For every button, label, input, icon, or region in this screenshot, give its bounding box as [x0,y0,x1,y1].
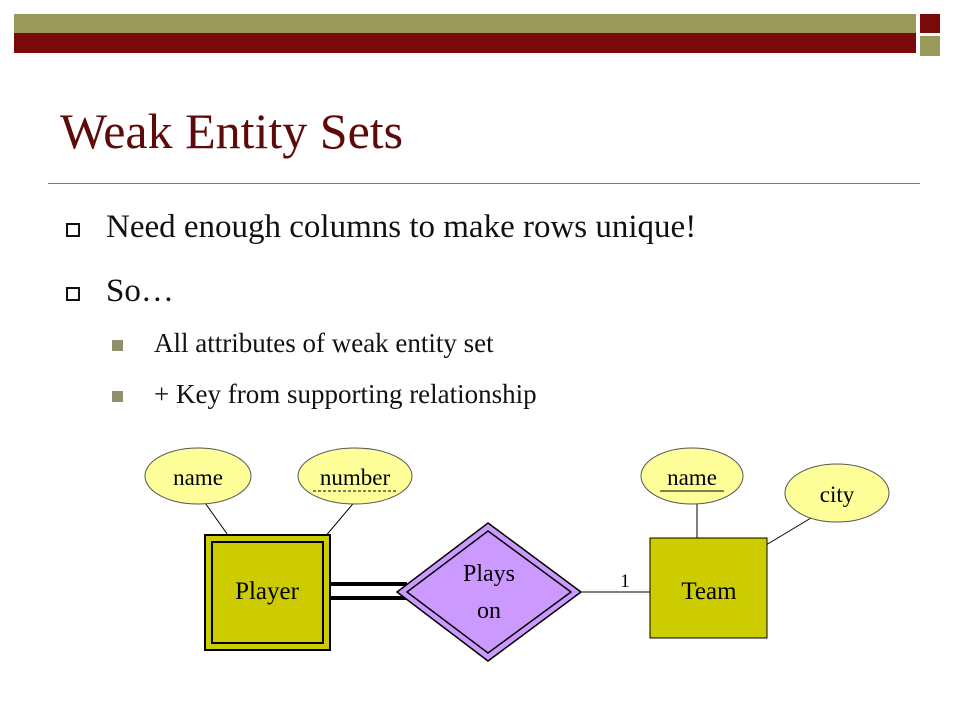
attr-line-player-name [202,499,231,539]
slide-title: Weak Entity Sets [60,103,404,159]
subbullet-text: All attributes of weak entity set [154,328,494,358]
filled-square-bullet-icon [112,340,123,351]
attribute-ellipse-team-city [784,463,890,523]
corner-block-maroon [920,14,940,33]
relationship-diamond-inner [405,530,573,654]
relationship-label-line2: on [477,598,501,624]
top-bar-olive [14,14,916,33]
relationship-diamond-outer [395,522,583,662]
cardinality-label-team: 1 [620,571,630,592]
attribute-label-team-name: name [667,465,717,490]
entity-player-outer [204,534,331,651]
hollow-square-bullet-icon [66,223,80,237]
entity-team [649,537,768,639]
attribute-label-player-name: name [173,465,223,490]
entity-player-inner [211,541,324,644]
attribute-ellipse-player-name [144,447,252,505]
attribute-label-player-number: number [320,465,391,490]
entity-label-team: Team [681,578,737,605]
title-divider [48,183,920,184]
corner-block-olive [920,36,940,56]
attribute-ellipse-player-number [297,447,413,505]
relationship-label-line1: Plays [463,561,515,587]
entity-label-player: Player [235,578,300,605]
attr-line-player-number [323,498,358,539]
attribute-ellipse-team-name [640,447,744,505]
double-line-player-to-relationship [330,582,407,600]
top-bar-maroon [14,33,916,53]
attr-line-team-city [765,514,817,546]
hollow-square-bullet-icon [66,287,80,301]
filled-square-bullet-icon [112,391,123,402]
bullet-text: So… [106,273,174,309]
attribute-label-team-city: city [820,482,855,507]
bullet-text: Need enough columns to make rows unique! [106,209,697,245]
subbullet-text: + Key from supporting relationship [154,379,537,409]
